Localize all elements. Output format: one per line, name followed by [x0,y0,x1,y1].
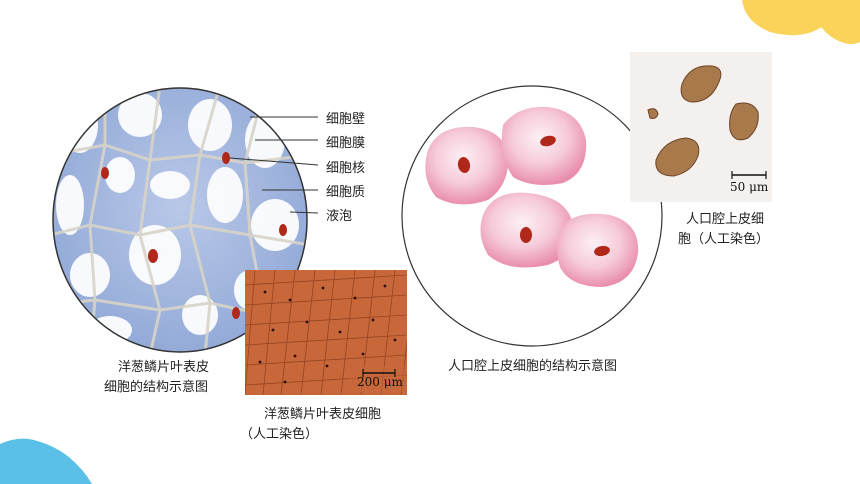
onion-micrograph-image [245,270,407,395]
onion-diagram-caption-line2: 细胞的结构示意图 [104,380,209,395]
onion-photo-caption: 洋葱鳞片叶表皮细胞 （人工染色） [240,405,382,445]
onion-photo-caption-line1: 洋葱鳞片叶表皮细胞 [264,407,382,422]
label-cell-wall: 细胞壁 [326,112,366,127]
onion-micrograph: 200 μm [245,270,407,395]
onion-diagram-caption: 洋葱鳞片叶表皮 细胞的结构示意图 [104,358,210,398]
label-cell-membrane: 细胞膜 [326,136,366,151]
label-cytoplasm: 细胞质 [326,185,366,200]
cheek-diagram-caption: 人口腔上皮细胞的结构示意图 [448,359,618,374]
label-nucleus: 细胞核 [326,161,366,176]
cheek-photo-caption-line2: 胞（人工染色） [678,232,770,247]
onion-diagram-caption-line1: 洋葱鳞片叶表皮 [118,360,210,375]
label-vacuole: 液泡 [326,209,353,224]
cheek-photo-caption-line1: 人口腔上皮细 [686,212,765,227]
cheek-micrograph-image [630,52,772,202]
cheek-scale-bar-label: 50 μm [730,180,769,194]
onion-scale-bar-label: 200 μm [357,375,403,389]
cheek-cell-diagram [401,85,663,347]
cheek-photo-caption: 人口腔上皮细 胞（人工染色） [678,210,769,250]
onion-photo-caption-line2: （人工染色） [240,427,319,442]
cheek-micrograph: 50 μm [630,52,772,202]
